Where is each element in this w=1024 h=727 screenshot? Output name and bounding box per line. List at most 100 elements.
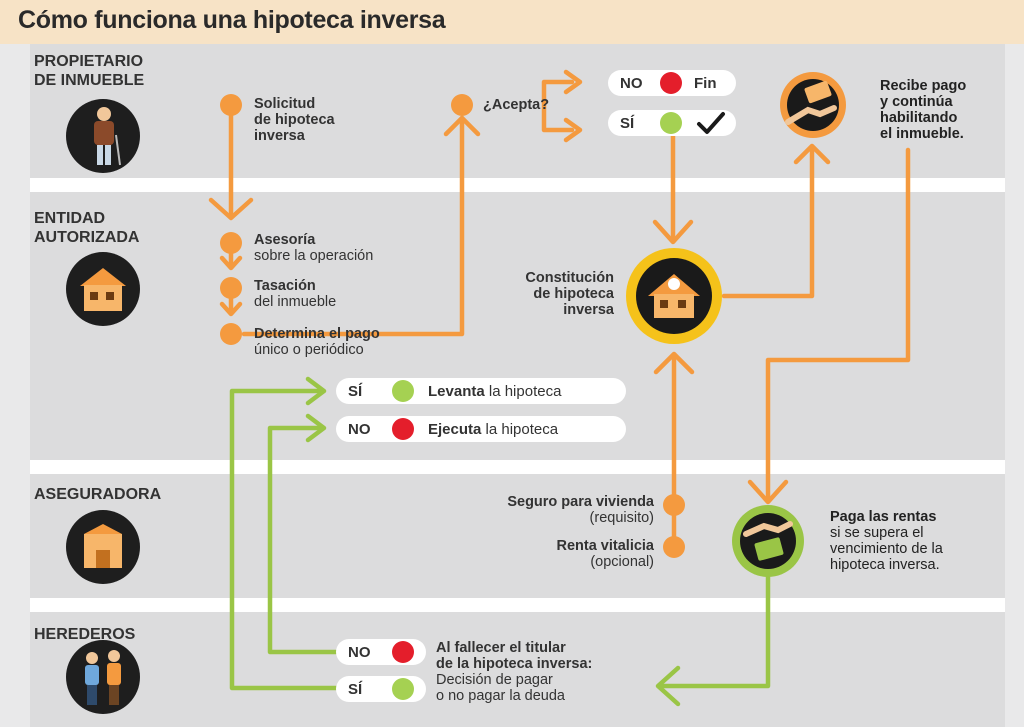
pill-label-si: SÍ	[620, 115, 635, 132]
header-bar: Cómo funciona una hipoteca inversa	[0, 0, 1024, 44]
connector-acepta-branches	[541, 79, 575, 133]
step-text: Determina el pago	[254, 326, 380, 342]
heirs-people-icon	[66, 640, 140, 714]
lane-label-heirs: HEREDEROS	[34, 626, 136, 643]
step-text: Seguro para vivienda	[507, 494, 654, 510]
step-paga-rentas: Paga las rentas si se supera el vencimie…	[830, 509, 943, 573]
step-recibe-pago: Recibe pago y continúa habilitando el in…	[880, 78, 966, 142]
text-regular: la hipoteca	[481, 421, 559, 438]
step-text: del inmueble	[254, 294, 337, 310]
pill-no-fin: NO Fin	[608, 70, 736, 96]
step-text: o no pagar la deuda	[436, 688, 565, 704]
step-text: Solicitud	[254, 96, 316, 112]
step-dot	[663, 536, 685, 558]
arrowhead	[208, 197, 254, 221]
arrowhead	[219, 255, 243, 271]
lane-band-heirs	[30, 612, 1005, 727]
pill-heirs-no: NO	[336, 639, 426, 665]
arrowhead	[305, 413, 327, 443]
step-text: Tasación	[254, 278, 316, 294]
pill-label-si: SÍ	[348, 383, 363, 400]
step-dot	[220, 232, 242, 254]
pill-text-levanta: Levanta la hipoteca	[428, 383, 561, 400]
step-dot	[220, 277, 242, 299]
red-dot	[392, 418, 414, 440]
pill-si-levanta: SÍ Levanta la hipoteca	[336, 378, 626, 404]
step-text: (requisito)	[589, 510, 654, 526]
pill-label-no: NO	[348, 421, 371, 438]
house-icon	[66, 252, 140, 326]
step-text: Recibe pago	[880, 78, 967, 94]
step-acepta: ¿Acepta?	[483, 97, 549, 113]
connector-recibe-paga	[765, 147, 911, 501]
step-asesoria: Asesoría sobre la operación	[254, 232, 373, 264]
pill-si-check: SÍ	[608, 110, 736, 136]
arrowhead	[563, 69, 583, 95]
lane-label-owner: PROPIETARIO DE INMUEBLE	[34, 53, 145, 89]
arrowhead	[747, 479, 789, 505]
step-text: y continúa	[880, 94, 953, 110]
text-bold: Levanta	[428, 383, 485, 400]
green-dot	[392, 380, 414, 402]
step-dot	[663, 494, 685, 516]
arrowhead	[653, 351, 695, 375]
step-determina: Determina el pago único o periódico	[254, 326, 380, 358]
step-dot	[220, 323, 242, 345]
step-dot	[220, 94, 242, 116]
step-text: Constitución	[525, 270, 614, 286]
mortgage-house-node	[624, 246, 724, 346]
connector-determina-acepta	[241, 115, 465, 337]
lane-separator	[30, 178, 1005, 192]
arrowhead	[652, 219, 694, 245]
red-dot	[392, 641, 414, 663]
red-dot	[660, 72, 682, 94]
step-text: si se supera el	[830, 525, 924, 541]
insurer-payment-node	[718, 504, 818, 578]
arrowhead	[305, 376, 327, 406]
pill-text-fin: Fin	[694, 75, 717, 92]
step-text: Paga las rentas	[830, 509, 937, 525]
text-regular: la hipoteca	[484, 383, 562, 400]
pill-label-si: SÍ	[348, 681, 363, 698]
lane-label-entity: ENTIDAD AUTORIZADA	[34, 210, 140, 246]
text-bold: Ejecuta	[428, 421, 482, 438]
arrowhead	[655, 665, 681, 707]
arrowhead	[219, 301, 243, 317]
green-dot	[392, 678, 414, 700]
green-dot	[660, 112, 682, 134]
step-text: hipoteca inversa.	[830, 557, 940, 573]
step-text: sobre la operación	[254, 248, 374, 264]
step-text: inversa	[563, 302, 614, 318]
step-al-fallecer: Al fallecer el titular de la hipoteca in…	[436, 640, 592, 704]
pill-text-ejecuta: Ejecuta la hipoteca	[428, 421, 558, 438]
step-renta: Renta vitalicia (opcional)	[430, 538, 654, 570]
step-text: único o periódico	[254, 342, 364, 358]
step-text: de hipoteca	[254, 112, 335, 128]
pill-label-no: NO	[348, 644, 371, 661]
step-text: de hipoteca	[533, 286, 614, 302]
pill-no-ejecuta: NO Ejecuta la hipoteca	[336, 416, 626, 442]
lane-band-entity	[30, 192, 1005, 460]
step-solicitud: Solicitud de hipoteca inversa	[254, 96, 335, 144]
step-text: habilitando	[880, 110, 958, 126]
step-text: el inmueble.	[880, 126, 964, 142]
step-seguro: Seguro para vivienda (requisito)	[430, 494, 654, 526]
step-text: ¿Acepta?	[483, 97, 550, 113]
connector-heirs-no-ejecuta	[267, 425, 339, 655]
step-text: (opcional)	[590, 554, 654, 570]
lane-label-insurer: ASEGURADORA	[34, 486, 162, 503]
checkmark-icon	[697, 112, 725, 134]
connector-paga-heirs	[657, 571, 771, 689]
step-text: Asesoría	[254, 232, 316, 248]
pill-heirs-si: SÍ	[336, 676, 426, 702]
step-tasacion: Tasación del inmueble	[254, 278, 336, 310]
step-text: Al fallecer el titular	[436, 640, 566, 656]
step-constitucion: Constitución de hipoteca inversa	[480, 270, 614, 318]
pill-label-no: NO	[620, 75, 643, 92]
arrowhead	[793, 143, 831, 165]
building-icon	[66, 510, 140, 584]
step-text: Renta vitalicia	[556, 538, 654, 554]
step-text: inversa	[254, 128, 305, 144]
step-text: de la hipoteca inversa:	[436, 656, 593, 672]
